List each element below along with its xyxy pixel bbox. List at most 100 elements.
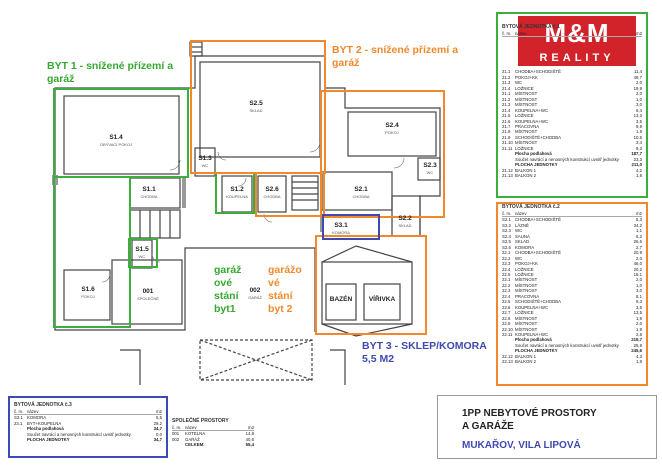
table2-row-cell: 22.3 [502,288,511,294]
table2-row-cell: 22.1 [502,277,511,283]
table2-row-cell: SKLAD [515,239,530,245]
table4-row-cell: 14,8 [245,431,254,437]
table4-row-cell: 002 [172,436,180,442]
table2-row-cell: 22.5 [502,271,511,277]
title-line3: MUKAŘOV, VILA LIPOVÁ [462,440,581,451]
table2-row-cell: 22.4 [502,266,511,272]
table1-row-cell: LOŽNICE [515,113,534,119]
table4-row-cell: KOTELNA [185,431,206,437]
table2-row-cell: 22.9 [502,321,511,327]
room-bazen: BAZÉN [329,296,353,303]
table2-row-cell: 1,1 [636,228,642,234]
table2-balcony-row-cell: 22.12 [502,353,513,359]
table1-row-cell: MÍSTNOST [515,102,538,108]
table2-row-cell: 22.8 [502,315,511,321]
table2-row-cell: 9,3 [636,299,642,305]
table1-balcony-row-cell: BALKON 1 [515,167,537,173]
table1-row-cell: 10,5 [633,134,642,140]
table2-row-cell: SCHODIŠTĚ+CHODBA [515,299,561,305]
table2-row-cell: 2,8 [636,331,642,337]
table4-row-cell: 40,6 [245,436,254,442]
table2-row-cell: 1,9 [636,326,642,332]
table4-total: CELKEM:55,4 [185,442,254,448]
table1-row-cell: KOUPELNA+WC [515,107,549,113]
table1-row-cell: 21.1 [502,91,511,97]
table2-row-cell: S2.3 [502,228,511,234]
table2-row-cell: 2,0 [636,255,642,261]
table1-row-cell: 3,5 [636,118,642,124]
table2-row-cell: CHODBA+SCHODIŠTĚ [515,250,561,256]
table2-row-cell: 18,1 [633,271,642,277]
table2-row-cell: KOMORA [515,244,535,250]
table1-balcony-row-cell: 4,2 [636,167,642,173]
table2-row-cell: 22.7 [502,310,511,316]
table1-row-cell: 21.8 [502,129,511,135]
table2-row-cell: 8,1 [636,293,642,299]
table1-row-cell: 21.4 [502,85,511,91]
table2-balcony-row-cell: 1,8 [636,359,642,365]
byt2-frame-bottom [315,235,427,335]
table2-row-cell: 2,0 [636,321,642,327]
table2-row-cell: 20,2 [633,266,642,272]
table1-row-cell: 2,0 [636,80,642,86]
table1-balcony-row-cell: 1,8 [636,173,642,179]
table2-row-cell: 3,0 [636,288,642,294]
table1-row-cell: 21.9 [502,134,511,140]
table2-row-cell: 1,0 [636,282,642,288]
table2-row-cell: 22.2 [502,255,511,261]
table1-row-cell: LOŽNICE [515,85,534,91]
table2-row-cell: MÍSTNOST [515,282,538,288]
byt2-frame-mid [255,172,325,217]
table2-balcony-row-cell: BALKON 2 [515,359,537,365]
table2-row-cell: POKOJ+KK [515,261,538,267]
table1-row-cell: 21.11 [502,145,513,151]
table2-row-cell: CHODBA+SCHODIŠTĚ [515,217,561,223]
table2-row-cell: LÁZNĚ [515,222,529,228]
table1-row-cell: POKOJ+KK [515,74,538,80]
table1-row-cell: 3,4 [636,140,642,146]
table2-row-cell: PRACOVNA [515,293,540,299]
table2-row-cell: LOŽNICE [515,266,534,272]
table2-row-cell: S2.6 [502,244,511,250]
room-virivka: VÍŘIVKA [368,296,396,303]
table2-row-cell: 22.5 [502,299,511,305]
table2-row-cell: 2,7 [636,244,642,250]
table2-row-cell: S2.4 [502,233,511,239]
table2-row-cell: 6,2 [636,233,642,239]
table1-row-cell: CHODBA+SCHODIŠTĚ [515,69,561,75]
table1-row-cell: 1,9 [636,129,642,135]
table1-row-cell: 49,7 [633,74,642,80]
